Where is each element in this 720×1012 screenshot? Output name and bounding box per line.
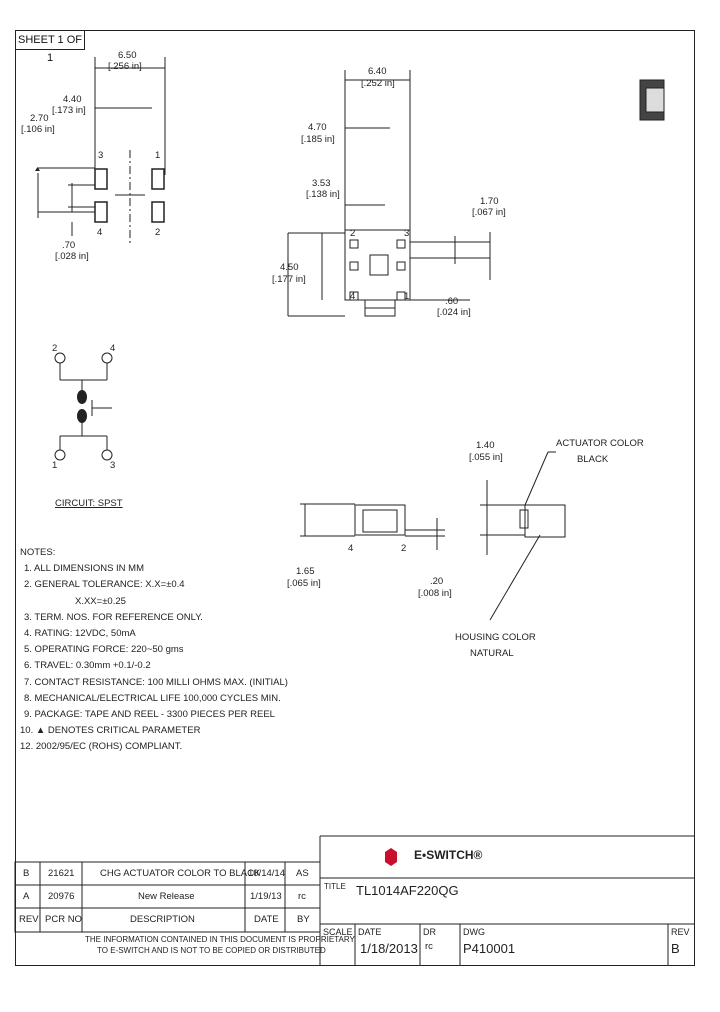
title-block-lines <box>14 835 695 966</box>
dwg-label: DWG <box>463 927 485 937</box>
dim-top-070: .70 <box>62 240 76 251</box>
title-label: TITLE <box>324 882 346 891</box>
note-item: 7. CONTACT RESISTANCE: 100 MILLI OHMS MA… <box>24 676 288 688</box>
dim-side-140-in: [.055 in] <box>469 452 503 463</box>
rev-cell: B <box>23 868 30 879</box>
pin-label: 2 <box>155 227 161 238</box>
date-label: DATE <box>358 927 382 937</box>
dim-top-650: 6.50 <box>118 50 137 61</box>
brand-logo: E•SWITCH® <box>414 848 483 862</box>
scale-label: SCALE <box>323 927 353 937</box>
note-item: 8. MECHANICAL/ELECTRICAL LIFE 100,000 CY… <box>24 692 281 704</box>
date-value: 1/18/2013 <box>360 941 418 956</box>
front-view <box>287 70 491 317</box>
dim-top-440: 4.40 <box>63 94 82 105</box>
pcr-cell: 20976 <box>48 891 75 902</box>
notes-title: NOTES: <box>20 547 56 558</box>
circuit-pin: 3 <box>110 460 116 471</box>
dwg-value: P410001 <box>463 941 516 956</box>
proprietary-text: THE INFORMATION CONTAINED IN THIS DOCUME… <box>85 935 355 944</box>
rev-label: REV <box>671 927 690 937</box>
dim-side-165: 1.65 <box>296 566 315 577</box>
dim-front-060-in: [.024 in] <box>437 307 471 318</box>
housing-note: HOUSING COLOR <box>455 632 536 643</box>
desc-cell: New Release <box>138 891 195 902</box>
circuit-pin: 1 <box>52 460 58 471</box>
housing-note: NATURAL <box>470 648 514 659</box>
sheet-label: SHEET 1 OF 1 <box>15 30 85 64</box>
dim-front-060: .60 <box>445 296 459 307</box>
dim-top-270-in: [.106 in] <box>21 124 55 135</box>
pin-label: 3 <box>404 228 410 239</box>
by-cell: AS <box>296 868 309 879</box>
side-view <box>300 451 566 621</box>
dim-top-070-in: [.028 in] <box>55 251 89 262</box>
note-item: 5. OPERATING FORCE: 220~50 gms <box>24 644 184 656</box>
dim-top-270: 2.70 <box>30 113 49 124</box>
pin-label: 4 <box>350 291 356 302</box>
dim-front-640-in: [.252 in] <box>361 78 395 89</box>
top-view <box>37 57 166 245</box>
note-item: X.XX=±0.25 <box>75 595 126 607</box>
dim-front-450: 4.50 <box>280 262 299 273</box>
rev-value: B <box>671 941 680 956</box>
dim-top-650-in: [.256 in] <box>108 61 142 72</box>
rev-header: REV <box>19 914 39 925</box>
note-item: 2. GENERAL TOLERANCE: X.X=±0.4 <box>24 579 185 591</box>
dim-front-170: 1.70 <box>480 196 499 207</box>
part-title: TL1014AF220QG <box>356 883 459 898</box>
proprietary-text: TO E-SWITCH AND IS NOT TO BE COPIED OR D… <box>97 946 326 955</box>
by-header: BY <box>297 914 310 925</box>
actuator-note: BLACK <box>577 454 609 465</box>
pin-label: 1 <box>155 150 161 161</box>
pin-label: 3 <box>98 150 104 161</box>
desc-header: DESCRIPTION <box>130 914 195 925</box>
note-item: 12. 2002/95/EC (ROHS) COMPLIANT. <box>20 741 183 753</box>
dr-label: DR <box>423 927 436 937</box>
note-item: 1. ALL DIMENSIONS IN MM <box>24 563 145 575</box>
rev-cell: A <box>23 891 30 902</box>
pin-label: 2 <box>350 228 356 239</box>
dim-front-450-in: [.177 in] <box>272 274 306 285</box>
dim-side-140: 1.40 <box>476 440 495 451</box>
pin-label: 1 <box>404 291 410 302</box>
note-item: 6. TRAVEL: 0.30mm +0.1/-0.2 <box>24 660 151 672</box>
pcr-cell: 21621 <box>48 868 75 879</box>
side-pin: 2 <box>401 543 407 554</box>
notes-block: NOTES: 1. ALL DIMENSIONS IN MM 2. GENERA… <box>20 545 288 756</box>
circuit-graphic <box>54 352 113 461</box>
note-item: 4. RATING: 12VDC, 50mA <box>24 628 136 640</box>
circuit-pin: 4 <box>110 343 116 354</box>
dr-value: rc <box>425 941 433 952</box>
actuator-note: ACTUATOR COLOR <box>556 438 644 449</box>
circuit-pin: 2 <box>52 343 58 354</box>
dim-front-353: 3.53 <box>312 178 331 189</box>
dim-side-020: .20 <box>430 576 444 587</box>
dim-top-440-in: [.173 in] <box>52 105 86 116</box>
pin-label: 4 <box>97 227 103 238</box>
note-item: 10. ▲ DENOTES CRITICAL PARAMETER <box>20 725 201 737</box>
iso-thumbnail <box>639 79 665 121</box>
circuit-label: CIRCUIT: SPST <box>55 498 123 509</box>
date-cell: 1/19/13 <box>250 891 282 902</box>
dim-front-470-in: [.185 in] <box>301 134 335 145</box>
by-cell: rc <box>298 891 306 902</box>
note-item: 9. PACKAGE: TAPE AND REEL - 3300 PIECES … <box>24 709 275 721</box>
dim-front-640: 6.40 <box>368 66 387 77</box>
pcr-header: PCR NO <box>45 914 82 925</box>
dim-front-353-in: [.138 in] <box>306 189 340 200</box>
dim-front-470: 4.70 <box>308 122 327 133</box>
dim-side-165-in: [.065 in] <box>287 578 321 589</box>
desc-cell: CHG ACTUATOR COLOR TO BLACK <box>100 868 261 879</box>
note-item: 3. TERM. NOS. FOR REFERENCE ONLY. <box>24 611 203 623</box>
dim-front-170-in: [.067 in] <box>472 207 506 218</box>
date-cell: 10/14/14 <box>248 868 285 879</box>
dim-side-020-in: [.008 in] <box>418 588 452 599</box>
side-pin: 4 <box>348 543 354 554</box>
date-header: DATE <box>254 914 279 925</box>
